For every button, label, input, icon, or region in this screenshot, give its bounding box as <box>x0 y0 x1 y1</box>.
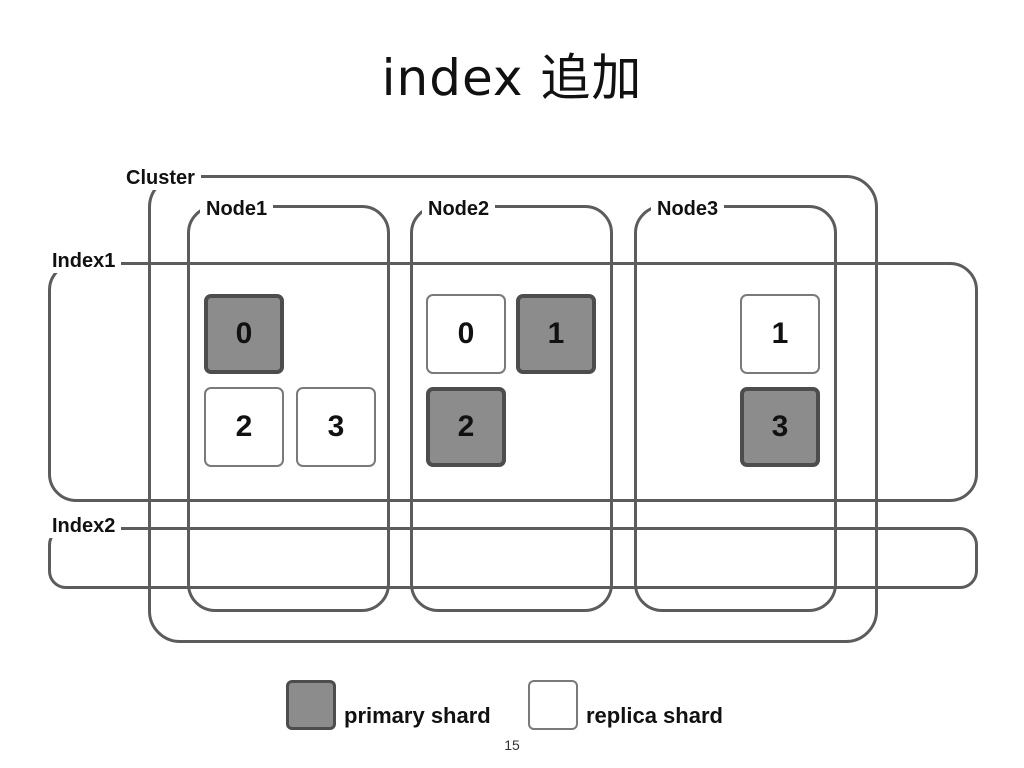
shard-node1-3: 3 <box>296 387 376 467</box>
node2-label: Node2 <box>422 197 496 221</box>
node1-box <box>187 205 390 612</box>
index2-label: Index2 <box>46 514 122 538</box>
index1-box <box>48 262 978 502</box>
legend-replica-label: replica shard <box>586 703 723 728</box>
cluster-label: Cluster <box>120 166 201 190</box>
shard-node2-1: 1 <box>516 294 596 374</box>
index1-label: Index1 <box>46 249 122 273</box>
shard-node3-1: 1 <box>740 294 820 374</box>
node3-label: Node3 <box>651 197 725 221</box>
page-title: index 追加 <box>381 49 643 107</box>
legend-primary-label: primary shard <box>344 703 491 728</box>
shard-node1-2: 2 <box>204 387 284 467</box>
cluster-box <box>148 175 878 643</box>
node1-label: Node1 <box>200 197 274 221</box>
shard-node2-2: 2 <box>426 387 506 467</box>
index2-box <box>48 527 978 589</box>
page-number: 15 <box>504 737 520 753</box>
legend-replica-swatch <box>528 680 578 730</box>
shard-node3-3: 3 <box>740 387 820 467</box>
node2-box <box>410 205 613 612</box>
shard-node1-0: 0 <box>204 294 284 374</box>
node3-box <box>634 205 837 612</box>
legend-primary-swatch <box>286 680 336 730</box>
shard-node2-0: 0 <box>426 294 506 374</box>
